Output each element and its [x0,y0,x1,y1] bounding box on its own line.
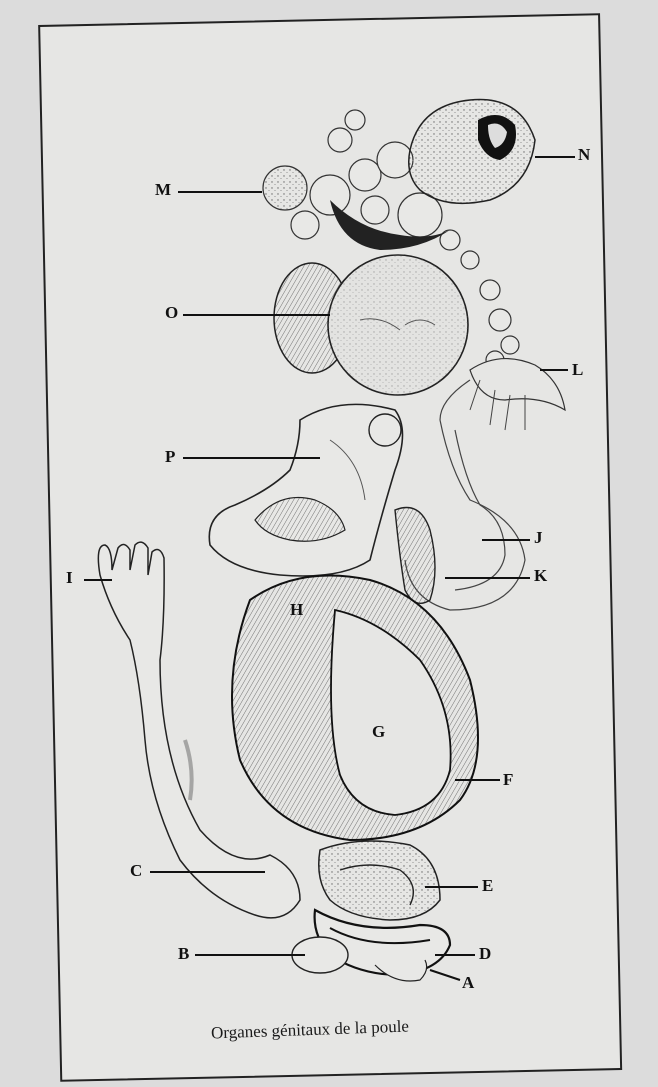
label-P: P [165,447,176,467]
label-L: L [572,360,584,380]
label-B: B [178,944,190,964]
label-D: D [479,944,492,964]
label-I: I [66,568,73,588]
label-C: C [130,861,143,881]
label-F: F [503,770,514,790]
label-J: J [534,528,543,548]
label-N: N [578,145,591,165]
label-K: K [534,566,548,586]
label-G: G [372,722,386,742]
label-H: H [290,600,304,620]
label-M: M [155,180,172,200]
label-A: A [462,973,475,993]
label-E: E [482,876,494,896]
label-O: O [165,303,179,323]
